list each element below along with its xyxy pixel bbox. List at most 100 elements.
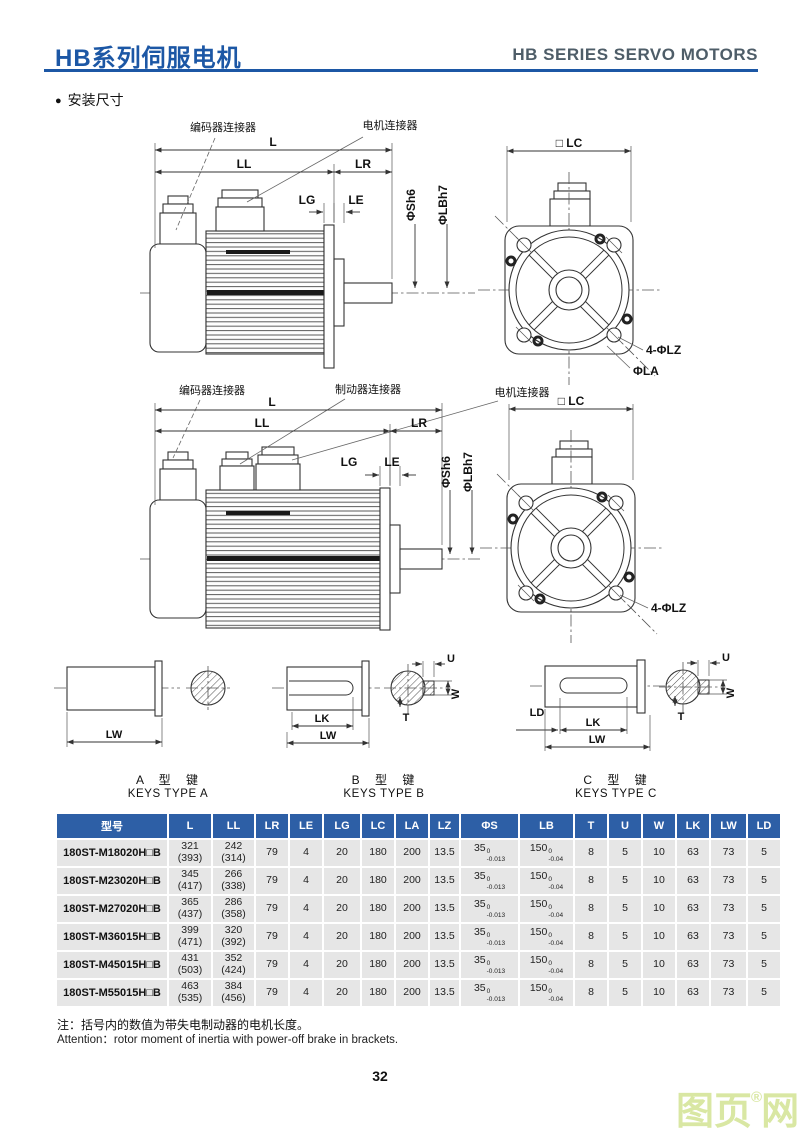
cell-la: 200 bbox=[396, 980, 428, 1006]
cell-la: 200 bbox=[396, 868, 428, 894]
cell-la: 200 bbox=[396, 952, 428, 978]
key-a-caption-cn: A 型 键 bbox=[136, 773, 200, 787]
cell-la: 200 bbox=[396, 924, 428, 950]
column-header-3: LR bbox=[256, 814, 288, 838]
cell-t: 8 bbox=[575, 952, 607, 978]
column-header-6: LC bbox=[362, 814, 394, 838]
cell-ld: 5 bbox=[748, 924, 780, 950]
column-header-13: W bbox=[643, 814, 675, 838]
dim-label-lz: 4-ΦLZ bbox=[646, 343, 681, 357]
dim-label-shaft-dia: ΦSh6 bbox=[404, 189, 418, 221]
cell-model: 180ST-M23020H□B bbox=[57, 868, 167, 894]
figure-side-view-brake: 编码器连接器 制动器连接器 电机连接器 L LL LR LG LE ΦSh6 Φ… bbox=[140, 383, 550, 631]
cell-lz: 13.5 bbox=[430, 840, 459, 866]
mounting-holes bbox=[505, 233, 633, 347]
watermark-logo: 图页®网 bbox=[676, 1089, 800, 1131]
cell-lw: 73 bbox=[711, 896, 746, 922]
cell-lk: 63 bbox=[677, 840, 709, 866]
key-c-dim-lw: LW bbox=[589, 734, 606, 746]
key-b-dim-t: T bbox=[403, 712, 410, 724]
dim-label-lc: □ LC bbox=[556, 136, 583, 150]
figure-key-type-a: LW A 型 键 KEYS TYPE A bbox=[54, 660, 230, 800]
cell-la: 200 bbox=[396, 840, 428, 866]
cell-lg: 20 bbox=[324, 952, 360, 978]
cell-lr: 79 bbox=[256, 896, 288, 922]
cell-lz: 13.5 bbox=[430, 924, 459, 950]
cell-w: 10 bbox=[643, 868, 675, 894]
cell-lk: 63 bbox=[677, 924, 709, 950]
cell-lg: 20 bbox=[324, 924, 360, 950]
cell-le: 4 bbox=[290, 952, 322, 978]
cell-lc: 180 bbox=[362, 980, 394, 1006]
cell-lc: 180 bbox=[362, 952, 394, 978]
cell-lr: 79 bbox=[256, 952, 288, 978]
callout-brake-connector: 制动器连接器 bbox=[335, 383, 401, 396]
key-b-caption-en: KEYS TYPE B bbox=[343, 788, 424, 800]
cell-u: 5 bbox=[609, 840, 641, 866]
cell-le: 4 bbox=[290, 896, 322, 922]
cell-lg: 20 bbox=[324, 840, 360, 866]
column-header-15: LW bbox=[711, 814, 746, 838]
figure-key-type-b: LK LW U W T B 型 键 KEYS TYPE B bbox=[272, 653, 462, 800]
cell-lc: 180 bbox=[362, 840, 394, 866]
cell-l: 399(471) bbox=[169, 924, 211, 950]
key-c-dim-u: U bbox=[722, 652, 730, 664]
dim-label-l: L bbox=[269, 135, 276, 149]
dim-label-spigot-dia: ΦLBh7 bbox=[436, 185, 450, 225]
cell-ld: 5 bbox=[748, 980, 780, 1006]
column-header-10: LB bbox=[520, 814, 573, 838]
cell-lk: 63 bbox=[677, 868, 709, 894]
cell-w: 10 bbox=[643, 924, 675, 950]
cell-ld: 5 bbox=[748, 868, 780, 894]
mounting-holes-2 bbox=[507, 491, 635, 605]
column-header-9: ΦS bbox=[461, 814, 518, 838]
dim-label-lr-2: LR bbox=[411, 416, 427, 430]
cell-lr: 79 bbox=[256, 840, 288, 866]
key-b-dim-w: W bbox=[450, 688, 462, 699]
column-header-14: LK bbox=[677, 814, 709, 838]
key-c-caption-cn: C 型 键 bbox=[583, 773, 648, 787]
dim-label-l-2: L bbox=[268, 395, 275, 409]
callout-motor-connector: 电机连接器 bbox=[363, 118, 418, 132]
figure-key-type-c: LD LK LW U W T C 型 键 KEYS TYPE C bbox=[516, 652, 737, 800]
cell-t: 8 bbox=[575, 924, 607, 950]
cell-lg: 20 bbox=[324, 896, 360, 922]
cell-lw: 73 bbox=[711, 980, 746, 1006]
column-header-5: LG bbox=[324, 814, 360, 838]
cell-lz: 13.5 bbox=[430, 896, 459, 922]
dim-label-shaft-dia-2: ΦSh6 bbox=[439, 456, 453, 488]
dim-label-lg: LG bbox=[299, 193, 316, 207]
column-header-16: LD bbox=[748, 814, 780, 838]
cell-lc: 180 bbox=[362, 896, 394, 922]
cell-w: 10 bbox=[643, 952, 675, 978]
cell-l: 463(535) bbox=[169, 980, 211, 1006]
key-b-dim-u: U bbox=[447, 653, 455, 665]
bullet-icon: ● bbox=[55, 95, 62, 107]
dim-label-lz-2: 4-ΦLZ bbox=[651, 601, 686, 615]
cell-u: 5 bbox=[609, 868, 641, 894]
cell-lz: 13.5 bbox=[430, 980, 459, 1006]
cell-lr: 79 bbox=[256, 980, 288, 1006]
key-c-caption-en: KEYS TYPE C bbox=[575, 788, 657, 800]
page-title-en: HB SERIES SERVO MOTORS bbox=[512, 45, 758, 64]
column-header-12: U bbox=[609, 814, 641, 838]
cell-lw: 73 bbox=[711, 952, 746, 978]
cell-t: 8 bbox=[575, 840, 607, 866]
cell-le: 4 bbox=[290, 924, 322, 950]
cell-ll: 320(392) bbox=[213, 924, 254, 950]
dim-label-lc-2: □ LC bbox=[558, 394, 585, 408]
callout-encoder-connector: 编码器连接器 bbox=[190, 120, 256, 134]
key-b-dim-lk: LK bbox=[315, 713, 330, 725]
note-en: Attention：rotor moment of inertia with p… bbox=[57, 1034, 399, 1046]
cell-w: 10 bbox=[643, 980, 675, 1006]
cell-ll: 266(338) bbox=[213, 868, 254, 894]
